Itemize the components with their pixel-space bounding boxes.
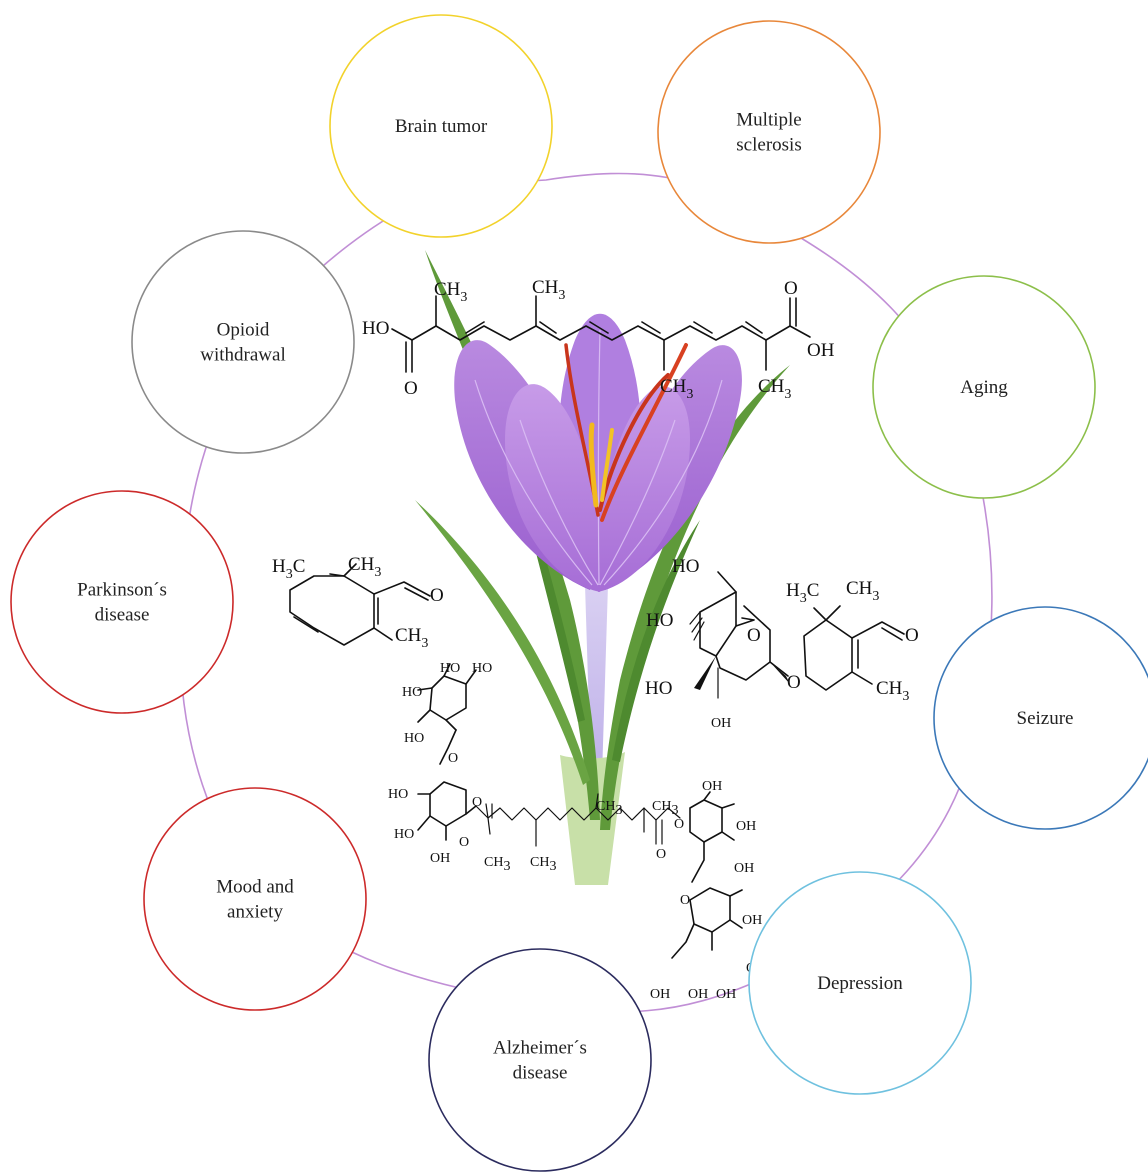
safranal-ch3-low: CH3 <box>395 625 428 651</box>
crocin-oh-1: OH <box>430 851 450 866</box>
crocin-ch3-2: CH3 <box>530 855 556 874</box>
disease-circle-parkinsons <box>10 490 234 714</box>
picrocrocin-h3c: H3C <box>786 580 819 606</box>
picrocrocin-ho-mid: HO <box>646 610 673 631</box>
disease-node-seizure: Seizure <box>933 606 1148 830</box>
disease-label-multiple-sclerosis-2: sclerosis <box>736 135 801 156</box>
flower-tube <box>585 585 608 840</box>
crocetin-ch3-3: CH3 <box>660 376 693 402</box>
disease-node-brain-tumor: Brain tumor <box>329 14 553 238</box>
crocin-ch3-4: CH3 <box>652 799 678 818</box>
disease-label-multiple-sclerosis-1: Multiple <box>736 110 801 131</box>
picrocrocin-o-ald: O <box>905 625 919 646</box>
crocin-ho-5: HO <box>388 787 408 802</box>
picrocrocin-ch3-low: CH3 <box>876 678 909 704</box>
crocin-oh-8: OH <box>688 987 708 1002</box>
disease-node-aging: Aging <box>872 275 1096 499</box>
crocetin-structure: HO O OH O CH3 CH3 CH3 CH3 <box>362 277 835 402</box>
disease-label-opioid-withdrawal-2: withdrawal <box>200 345 285 366</box>
petal-front-left <box>505 384 605 592</box>
safranal-h3c: H3C <box>272 556 305 582</box>
crocin-ho-2: HO <box>472 661 492 676</box>
crocetin-o-left: O <box>404 378 418 399</box>
disease-label-alzheimers-1: Alzheimer´s <box>493 1038 587 1059</box>
saffron-stigmas <box>564 343 688 522</box>
picrocrocin-structure: HO HO HO OH O O H3C CH3 O CH3 <box>645 556 919 731</box>
disease-label-mood-anxiety-1: Mood and <box>216 877 294 898</box>
crocin-oh-2: OH <box>702 779 722 794</box>
crocin-oh-7: OH <box>650 987 670 1002</box>
crocetin-ch3-4: CH3 <box>758 376 791 402</box>
crocin-ho-6: HO <box>394 827 414 842</box>
crocin-ho-3: HO <box>402 685 422 700</box>
safranal-structure: H3C CH3 O CH3 <box>272 554 444 651</box>
picrocrocin-o-link: O <box>787 672 801 693</box>
crocin-ch3-1: CH3 <box>484 855 510 874</box>
disease-circle-brain-tumor <box>329 14 553 238</box>
disease-node-mood-anxiety: Mood and anxiety <box>143 787 367 1011</box>
picrocrocin-ho-low: HO <box>645 678 672 699</box>
disease-circle-aging <box>872 275 1096 499</box>
disease-nodes: Brain tumor Multiple sclerosisAgingSeizure… <box>10 14 1148 1172</box>
crocin-structure: HO HO HO HO O HO HO OH O O CH3 CH3 CH3 C… <box>388 661 766 1002</box>
disease-label-brain-tumor-1: Brain tumor <box>395 116 488 137</box>
crocin-o-2: O <box>472 795 482 810</box>
crocetin-o-right: O <box>784 278 798 299</box>
crocin-o-3: O <box>459 835 469 850</box>
disease-node-depression: Depression <box>748 871 972 1095</box>
crocin-oh-9: OH <box>716 987 736 1002</box>
disease-label-seizure-1: Seizure <box>1017 708 1074 729</box>
disease-circle-mood-anxiety <box>143 787 367 1011</box>
disease-node-opioid-withdrawal: Opioid withdrawal <box>131 230 355 454</box>
disease-circle-depression <box>748 871 972 1095</box>
crocetin-ho: HO <box>362 318 389 339</box>
picrocrocin-o-ring: O <box>747 625 761 646</box>
disease-label-aging-1: Aging <box>960 377 1008 398</box>
saffron-flower-illustration <box>415 250 790 885</box>
disease-label-depression-1: Depression <box>817 973 903 994</box>
crocin-o-1: O <box>448 751 458 766</box>
crocin-oh-5: OH <box>742 913 762 928</box>
disease-node-multiple-sclerosis: Multiple sclerosis <box>657 20 881 244</box>
crocin-o-4: O <box>656 847 666 862</box>
crocin-ch3-3: CH3 <box>596 799 622 818</box>
crocetin-oh: OH <box>807 340 835 361</box>
disease-circle-seizure <box>933 606 1148 830</box>
disease-label-opioid-withdrawal-1: Opioid <box>217 320 270 341</box>
disease-node-alzheimers: Alzheimer´s disease <box>428 948 652 1172</box>
safranal-o: O <box>430 585 444 606</box>
crocin-o-6: O <box>680 893 690 908</box>
disease-label-parkinsons-1: Parkinson´s <box>77 580 167 601</box>
petal-front-right <box>596 386 690 592</box>
disease-label-mood-anxiety-2: anxiety <box>227 902 283 923</box>
disease-label-alzheimers-2: disease <box>513 1063 568 1084</box>
crocin-ho-4: HO <box>404 731 424 746</box>
picrocrocin-ch3-top: CH3 <box>846 578 879 604</box>
petal-veins <box>474 329 723 586</box>
leaf-right-mid <box>612 520 700 762</box>
disease-circle-multiple-sclerosis <box>657 20 881 244</box>
safranal-ch3-top: CH3 <box>348 554 381 580</box>
crocetin-ch3-1: CH3 <box>434 279 467 305</box>
crocin-oh-4: OH <box>734 861 754 876</box>
crocin-o-5: O <box>674 817 684 832</box>
crocin-ho-1: HO <box>440 661 460 676</box>
disease-circle-alzheimers <box>428 948 652 1172</box>
crocin-oh-3: OH <box>736 819 756 834</box>
disease-node-parkinsons: Parkinson´s disease <box>10 490 234 714</box>
disease-label-parkinsons-2: disease <box>95 605 150 626</box>
crocetin-ch3-2: CH3 <box>532 277 565 303</box>
disease-circle-opioid-withdrawal <box>131 230 355 454</box>
picrocrocin-ho-top: HO <box>672 556 699 577</box>
picrocrocin-oh: OH <box>711 716 731 731</box>
